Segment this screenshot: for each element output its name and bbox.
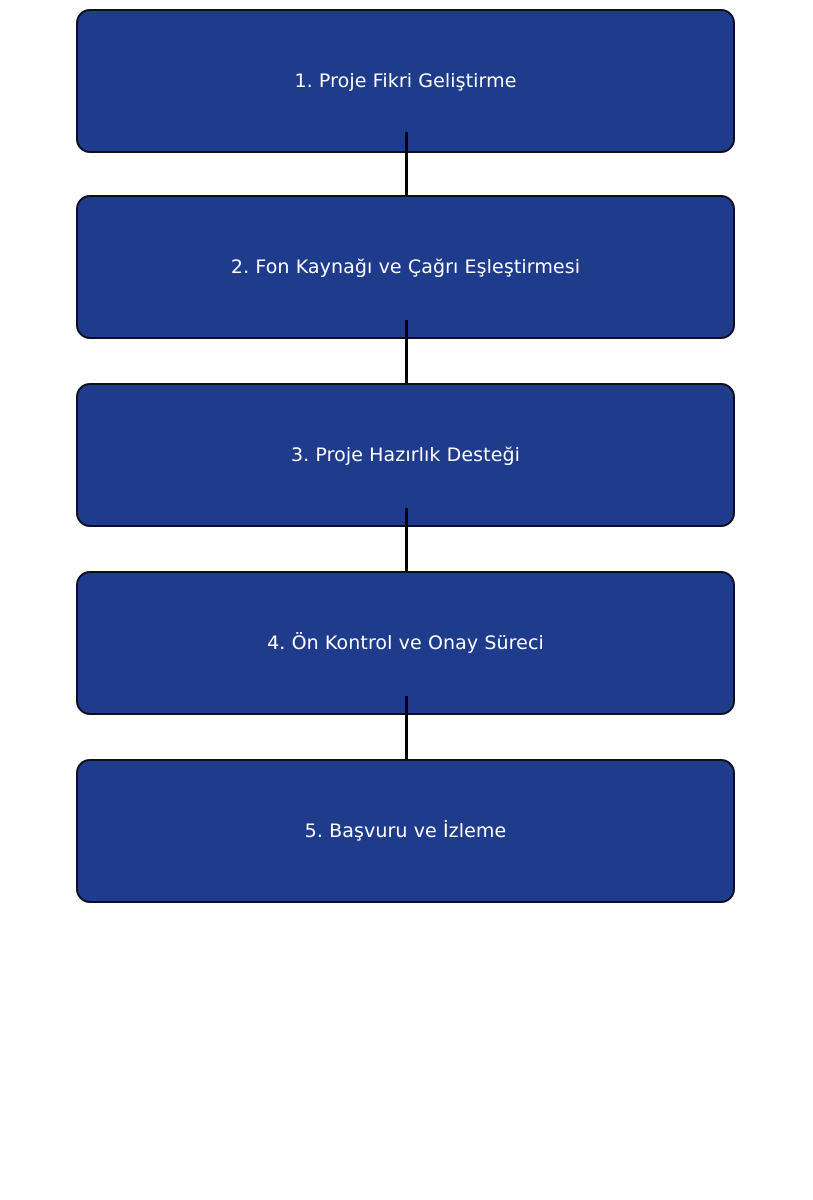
step-label-2: 2. Fon Kaynağı ve Çağrı Eşleştirmesi — [230, 256, 581, 278]
connector-3-4 — [405, 508, 408, 588]
step-label-3: 3. Proje Hazırlık Desteği — [290, 444, 521, 466]
connector-4-5 — [405, 696, 408, 776]
step-box-4: 4. Ön Kontrol ve Onay Süreci — [76, 571, 735, 715]
connector-2-3 — [405, 320, 408, 400]
step-box-1: 1. Proje Fikri Geliştirme — [76, 9, 735, 153]
step-box-5: 5. Başvuru ve İzleme — [76, 759, 735, 903]
step-label-5: 5. Başvuru ve İzleme — [304, 820, 507, 842]
connector-1-2 — [405, 132, 408, 212]
step-label-4: 4. Ön Kontrol ve Onay Süreci — [267, 632, 544, 654]
step-box-3: 3. Proje Hazırlık Desteği — [76, 383, 735, 527]
step-label-1: 1. Proje Fikri Geliştirme — [294, 70, 517, 92]
step-box-2: 2. Fon Kaynağı ve Çağrı Eşleştirmesi — [76, 195, 735, 339]
